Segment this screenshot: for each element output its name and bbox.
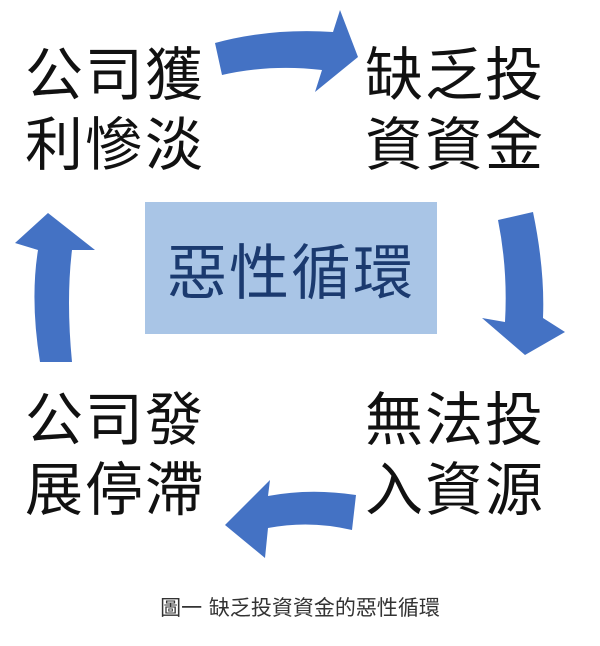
node-cannot-invest-resources: 無法投 入資源 bbox=[365, 385, 545, 525]
arrow-top-right bbox=[215, 10, 358, 92]
arrow-right-down bbox=[482, 212, 565, 355]
node-text-line: 公司發 bbox=[25, 386, 206, 454]
node-low-profit: 公司獲 利慘淡 bbox=[25, 40, 205, 180]
node-text-line: 利慘淡 bbox=[25, 111, 206, 179]
center-box: 惡性循環 bbox=[145, 202, 437, 334]
node-text-line: 入資源 bbox=[365, 456, 546, 524]
arrow-left-up bbox=[15, 213, 95, 362]
node-text-line: 展停滯 bbox=[25, 456, 206, 524]
node-development-stagnation: 公司發 展停滯 bbox=[25, 385, 205, 525]
node-text-line: 缺乏投 bbox=[365, 41, 546, 109]
node-text-line: 資資金 bbox=[365, 111, 546, 179]
node-text-line: 公司獲 bbox=[25, 41, 206, 109]
figure-caption: 圖一 缺乏投資資金的惡性循環 bbox=[160, 596, 440, 620]
node-lack-investment-funds: 缺乏投 資資金 bbox=[365, 40, 545, 180]
center-label: 惡性循環 bbox=[167, 238, 415, 309]
node-text-line: 無法投 bbox=[365, 386, 546, 454]
arrow-bottom-left bbox=[225, 480, 356, 558]
